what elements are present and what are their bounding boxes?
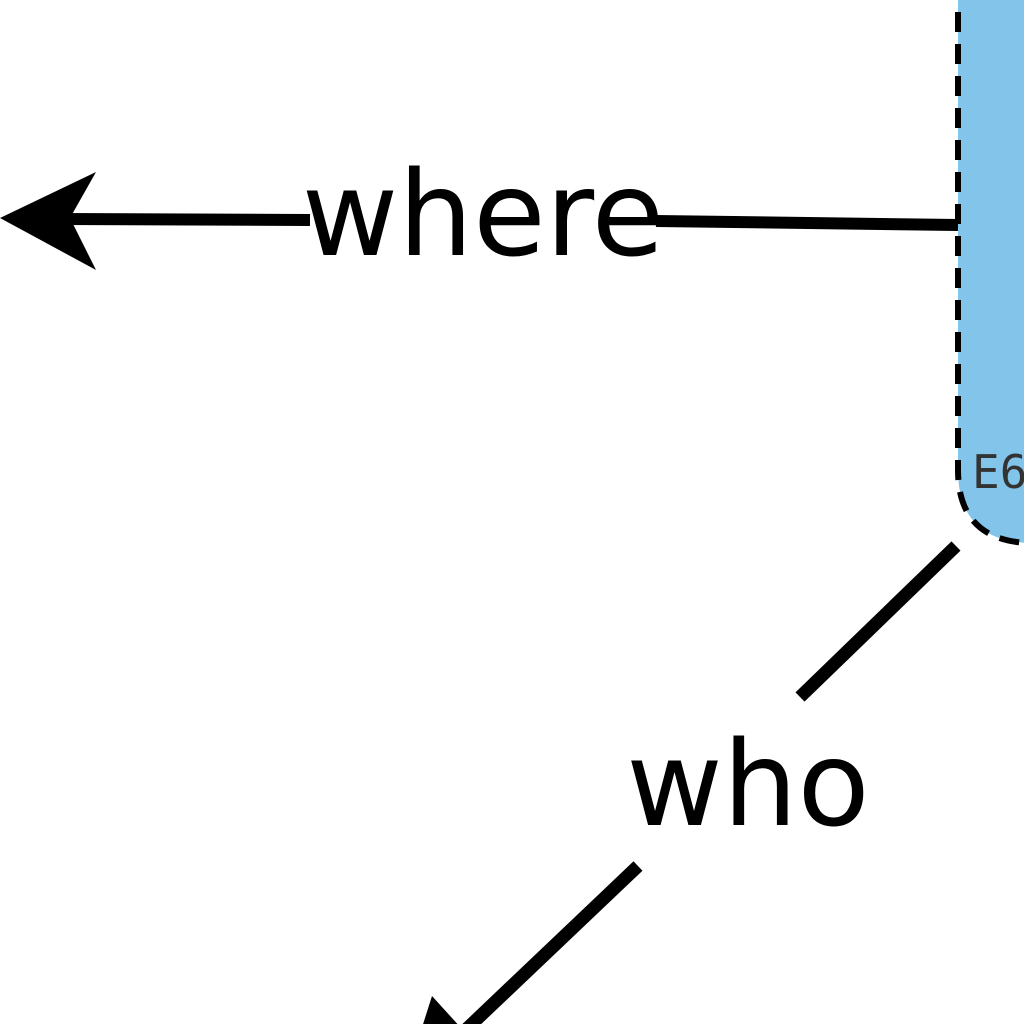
edge-who-line-upper bbox=[795, 541, 961, 702]
node-e6[interactable]: E6 bbox=[955, 0, 1024, 546]
edge-who-label: who bbox=[626, 715, 870, 853]
node-e6-border bbox=[955, 0, 1024, 546]
edge-who-line-lower bbox=[462, 861, 643, 1024]
edge-where-arrowhead bbox=[0, 172, 96, 270]
edge-who-arrowhead bbox=[423, 996, 458, 1024]
edge-where-label: where bbox=[302, 145, 664, 283]
node-e6-id-label: E6 bbox=[972, 445, 1024, 499]
node-e6-box bbox=[958, 0, 1024, 543]
edge-who[interactable]: who bbox=[418, 541, 961, 1024]
edge-where[interactable]: where bbox=[0, 145, 959, 283]
edge-where-line-right bbox=[655, 215, 959, 231]
edge-where-line-left bbox=[59, 213, 311, 226]
